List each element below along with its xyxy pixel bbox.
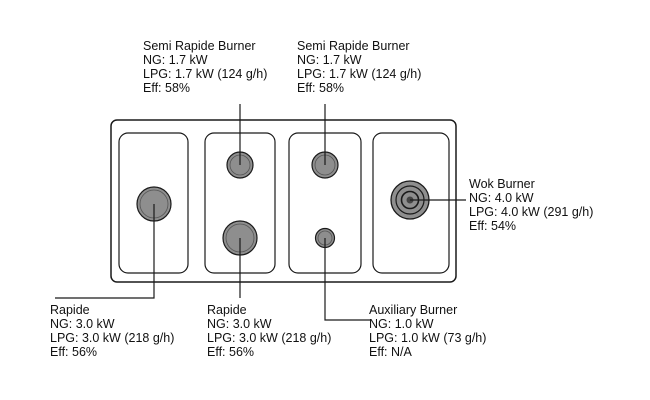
lpg-rating: LPG: 1.0 kW (73 g/h)	[369, 331, 487, 345]
label-rapide-middle: Rapide NG: 3.0 kW LPG: 3.0 kW (218 g/h) …	[207, 303, 331, 359]
ng-rating: NG: 3.0 kW	[50, 317, 115, 331]
ng-rating: NG: 3.0 kW	[207, 317, 272, 331]
burner-name: Wok Burner	[469, 177, 535, 191]
efficiency: Eff: 56%	[207, 345, 255, 359]
efficiency: Eff: 58%	[143, 81, 191, 95]
label-semi-rapide-right: Semi Rapide Burner NG: 1.7 kW LPG: 1.7 k…	[297, 39, 421, 95]
efficiency: Eff: 56%	[50, 345, 98, 359]
efficiency: Eff: 58%	[297, 81, 345, 95]
burner-name: Rapide	[207, 303, 247, 317]
lpg-rating: LPG: 1.7 kW (124 g/h)	[297, 67, 422, 81]
efficiency: Eff: N/A	[369, 345, 412, 359]
burner-name: Auxiliary Burner	[369, 303, 458, 317]
efficiency: Eff: 54%	[469, 219, 517, 233]
leader-rapide-left	[55, 204, 155, 299]
lpg-rating: LPG: 4.0 kW (291 g/h)	[469, 205, 594, 219]
leader-auxiliary	[324, 238, 370, 321]
ng-rating: NG: 4.0 kW	[469, 191, 534, 205]
label-auxiliary: Auxiliary Burner NG: 1.0 kW LPG: 1.0 kW …	[369, 303, 486, 359]
lpg-rating: LPG: 1.7 kW (124 g/h)	[143, 67, 268, 81]
ng-rating: NG: 1.7 kW	[143, 53, 208, 67]
label-wok: Wok Burner NG: 4.0 kW LPG: 4.0 kW (291 g…	[469, 177, 593, 233]
ng-rating: NG: 1.7 kW	[297, 53, 362, 67]
lpg-rating: LPG: 3.0 kW (218 g/h)	[50, 331, 175, 345]
lpg-rating: LPG: 3.0 kW (218 g/h)	[207, 331, 332, 345]
burner-name: Semi Rapide Burner	[143, 39, 256, 53]
burner-name: Rapide	[50, 303, 90, 317]
burner-name: Semi Rapide Burner	[297, 39, 410, 53]
ng-rating: NG: 1.0 kW	[369, 317, 434, 331]
label-rapide-left: Rapide NG: 3.0 kW LPG: 3.0 kW (218 g/h) …	[50, 303, 174, 359]
hob-outline	[110, 119, 457, 283]
label-semi-rapide-left: Semi Rapide Burner NG: 1.7 kW LPG: 1.7 k…	[143, 39, 267, 95]
